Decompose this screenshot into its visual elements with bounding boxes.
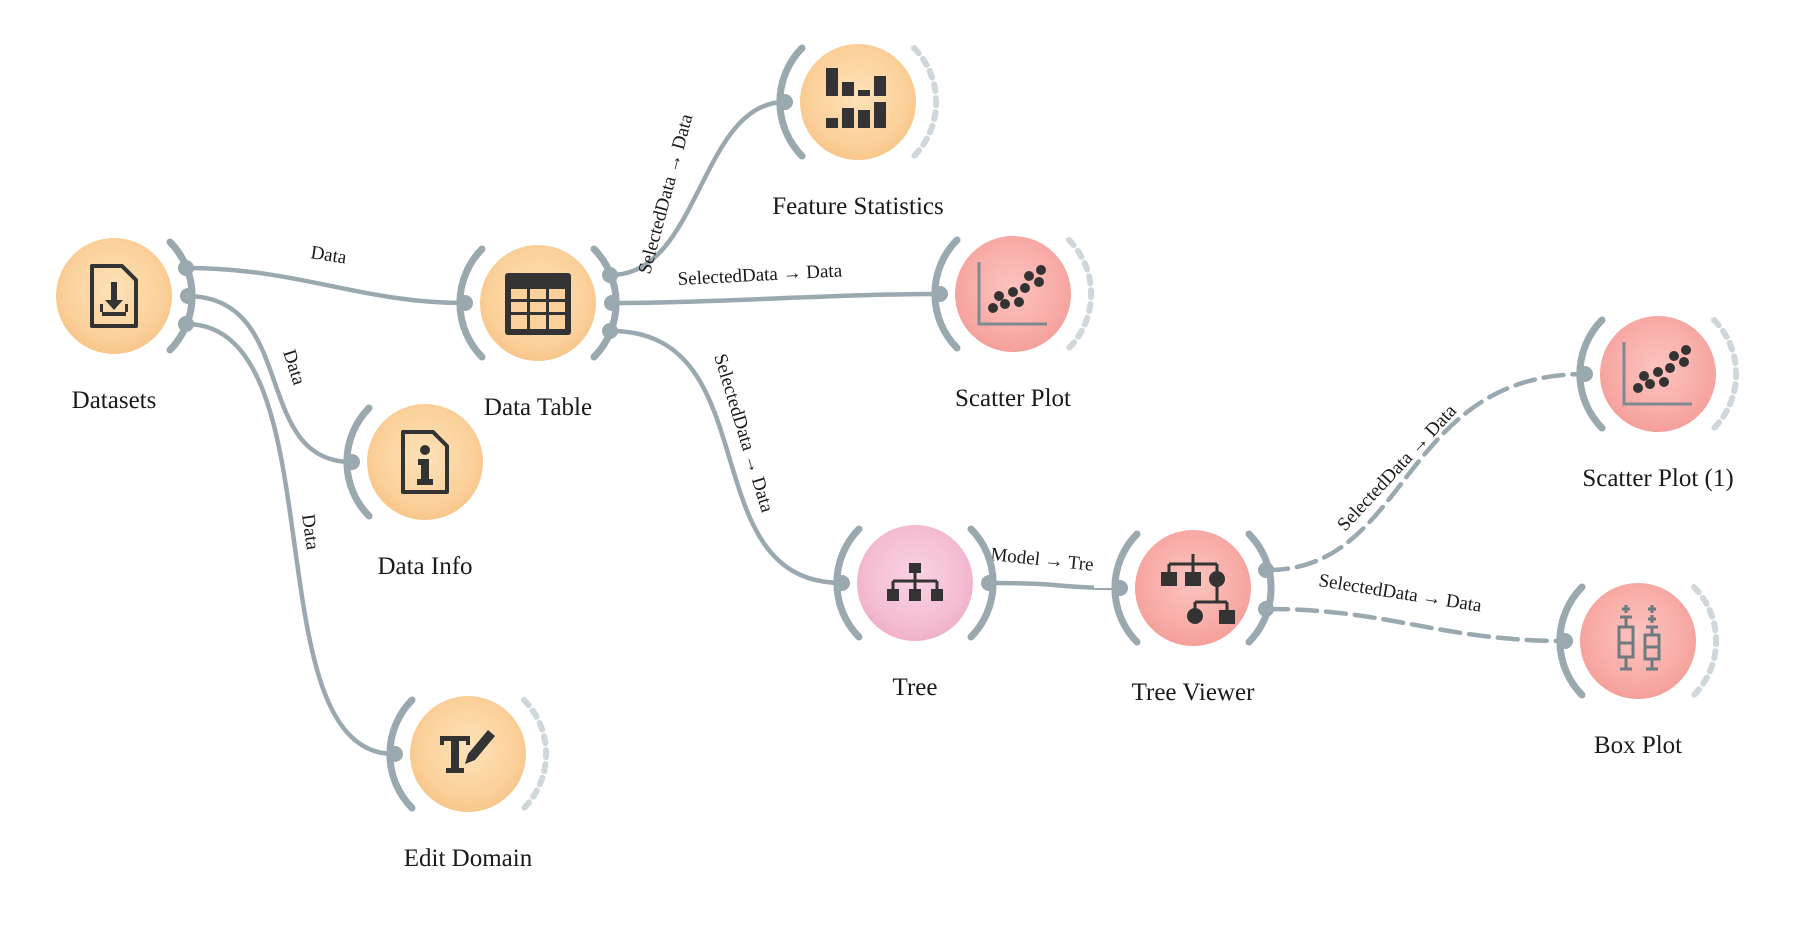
file-info-icon: [401, 430, 449, 494]
output-anchor[interactable]: [602, 323, 618, 339]
node-scatter-plot-1[interactable]: Scatter Plot (1): [1576, 316, 1740, 492]
link-data-table-feature-statistics[interactable]: SelectedData → Data: [608, 99, 788, 278]
file-download-icon: [90, 264, 138, 328]
link-label: SelectedData → Data: [1317, 570, 1483, 617]
output-bracket-unused: [1066, 237, 1095, 351]
output-anchor[interactable]: [981, 575, 997, 591]
output-bracket[interactable]: [1245, 530, 1275, 646]
output-anchor[interactable]: [1258, 601, 1274, 617]
node-label: Scatter Plot (1): [1582, 465, 1733, 492]
link-label: Data: [297, 513, 323, 552]
link-label: SelectedData → Data: [677, 260, 843, 290]
node-label: Data Table: [484, 394, 592, 421]
output-anchor[interactable]: [178, 260, 194, 276]
link-label: Data: [309, 242, 348, 268]
node-circle: [1580, 583, 1696, 699]
input-anchor[interactable]: [1577, 366, 1593, 382]
input-anchor[interactable]: [1557, 633, 1573, 649]
link-label: Model → Tree: [989, 544, 1102, 577]
input-anchor[interactable]: [777, 94, 793, 110]
output-anchor[interactable]: [178, 316, 194, 332]
node-tree-viewer[interactable]: Tree Viewer: [1111, 530, 1275, 706]
link-data-table-tree[interactable]: SelectedData → Data: [608, 328, 845, 586]
node-scatter-plot[interactable]: Scatter Plot: [931, 236, 1095, 412]
input-anchor[interactable]: [457, 295, 473, 311]
node-label: Box Plot: [1594, 732, 1682, 759]
link-data-table-scatter-plot[interactable]: SelectedData → Data: [608, 260, 943, 306]
node-data-table[interactable]: Data Table: [456, 245, 620, 421]
link-tree-viewer-box-plot[interactable]: SelectedData → Data: [1265, 570, 1568, 644]
bar-chart-icon: [826, 68, 886, 128]
scatter-plot-icon: [1622, 342, 1692, 406]
node-label: Feature Statistics: [772, 193, 944, 220]
node-label: Scatter Plot: [955, 385, 1071, 412]
link-datasets-edit-domain[interactable]: Data: [183, 321, 397, 757]
output-anchor[interactable]: [604, 295, 620, 311]
link-datasets-data-info[interactable]: Data: [183, 293, 355, 465]
node-feature-statistics[interactable]: Feature Statistics: [772, 44, 944, 220]
link-tree-tree-viewer[interactable]: Model → Tree: [989, 544, 1123, 591]
node-box-plot[interactable]: Box Plot: [1556, 583, 1720, 759]
node-tree[interactable]: Tree: [833, 525, 997, 701]
link-datasets-data-table[interactable]: Data: [183, 242, 468, 306]
box-plot-icon: [1617, 605, 1661, 671]
input-anchor[interactable]: [932, 286, 948, 302]
node-label: Edit Domain: [404, 845, 533, 872]
input-anchor[interactable]: [344, 454, 360, 470]
node-label: Datasets: [72, 387, 157, 414]
output-bracket-unused: [911, 45, 940, 159]
input-anchor[interactable]: [387, 746, 403, 762]
output-anchor[interactable]: [180, 288, 196, 304]
node-edit-domain[interactable]: Edit Domain: [386, 696, 550, 872]
tree-viewer-icon: [1161, 554, 1235, 624]
output-anchor[interactable]: [602, 267, 618, 283]
node-data-info[interactable]: Data Info: [343, 404, 483, 580]
output-bracket-unused: [521, 697, 550, 811]
node-label: Data Info: [377, 553, 472, 580]
table-grid-icon: [505, 273, 571, 335]
input-anchor[interactable]: [834, 575, 850, 591]
output-bracket-unused: [1691, 584, 1720, 698]
node-datasets[interactable]: Datasets: [56, 238, 196, 414]
link-tree-viewer-scatter-plot-1[interactable]: SelectedData → Data: [1265, 371, 1588, 573]
scatter-plot-icon: [977, 262, 1047, 326]
node-label: Tree Viewer: [1132, 679, 1255, 706]
link-label: SelectedData → Data: [635, 111, 698, 276]
output-bracket-unused: [1711, 317, 1740, 431]
output-anchor[interactable]: [1258, 562, 1274, 578]
input-anchor[interactable]: [1112, 580, 1128, 596]
hierarchy-tree-icon: [887, 563, 943, 601]
node-label: Tree: [893, 674, 938, 701]
text-edit-icon: [440, 730, 495, 773]
link-label: Data: [278, 347, 309, 388]
node-circle: [800, 44, 916, 160]
node-circle: [1135, 530, 1251, 646]
link-label: SelectedData → Data: [1333, 400, 1461, 535]
